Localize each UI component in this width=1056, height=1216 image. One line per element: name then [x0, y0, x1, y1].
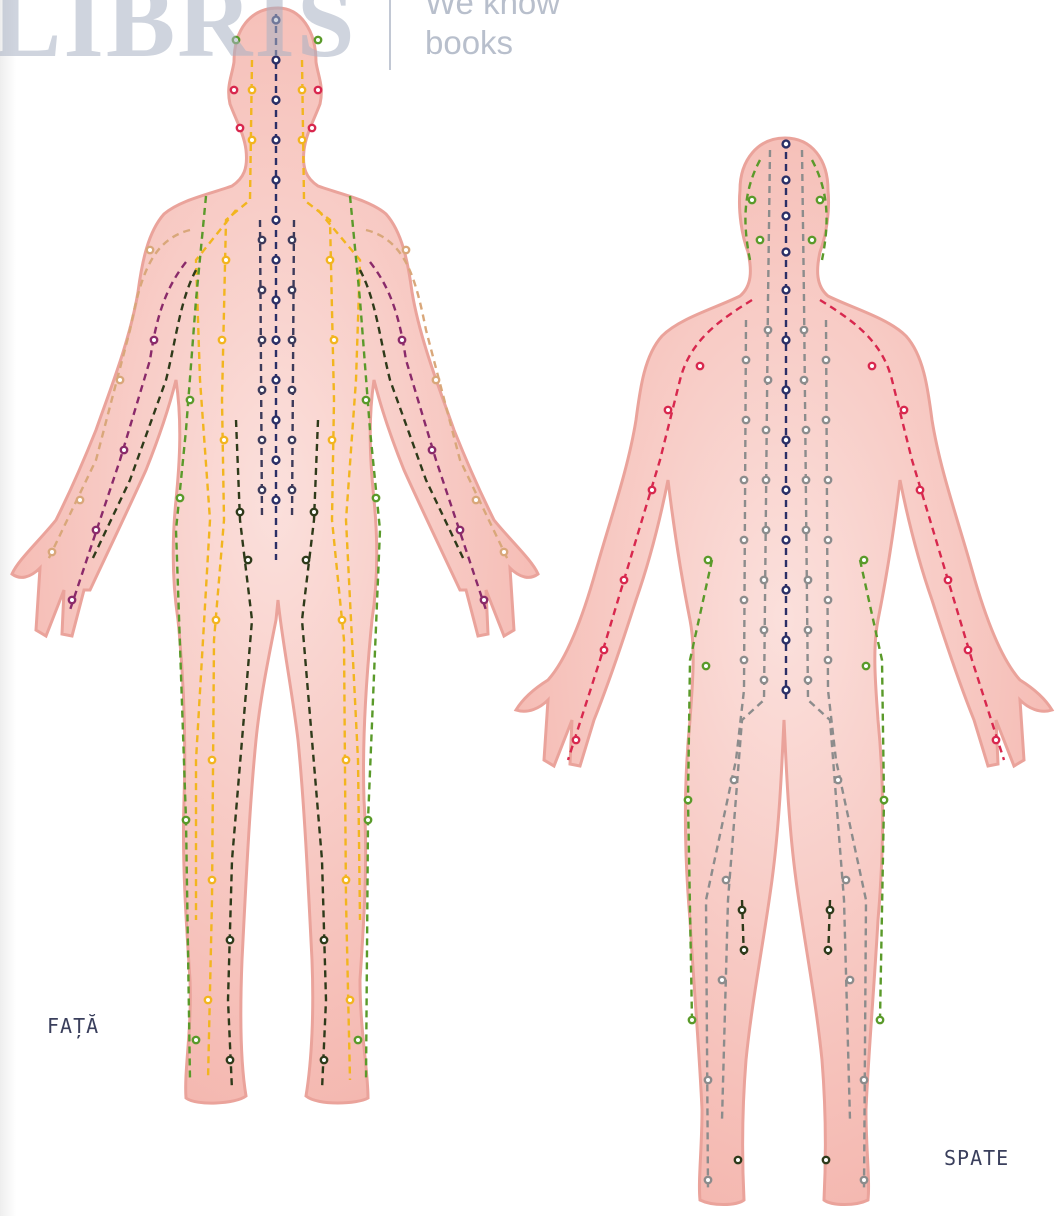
watermark-divider — [389, 0, 391, 70]
libris-logo: LIBRIS — [0, 0, 357, 81]
watermark-tagline-line2: books — [425, 26, 513, 59]
libris-watermark: LIBRIS We know books — [0, 0, 600, 80]
back-view-label: SPATE — [944, 1146, 1009, 1170]
watermark-tagline-line1: We know — [425, 0, 560, 19]
front-view-label: FAȚĂ — [47, 1014, 99, 1038]
